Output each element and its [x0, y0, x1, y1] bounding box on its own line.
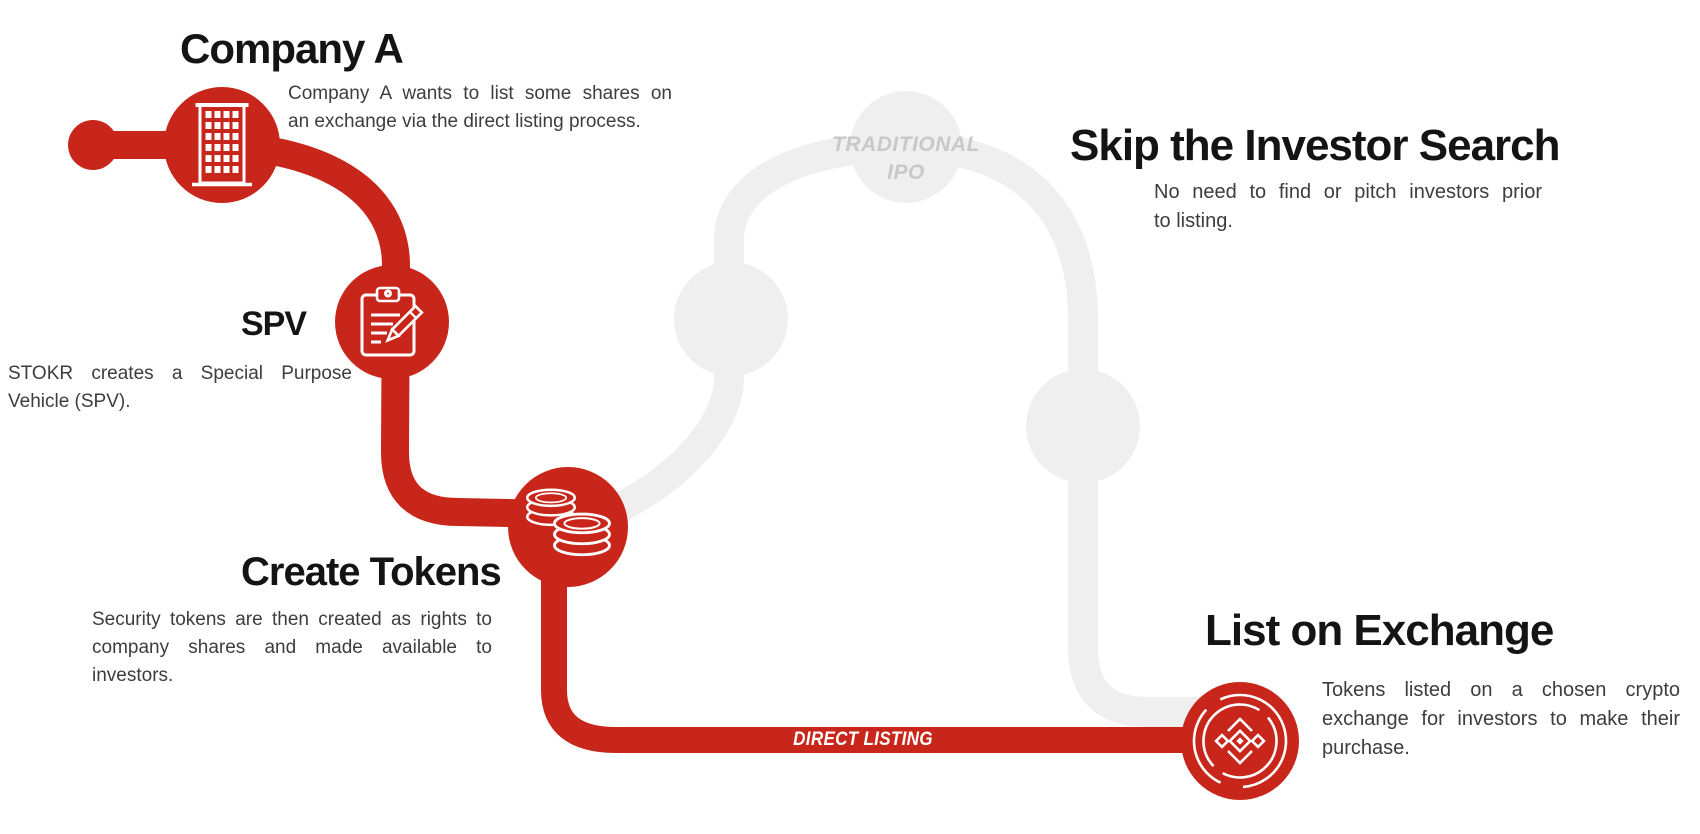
benefit-description: No need to find or pitch investors prior…	[1154, 181, 1542, 232]
clipboard-pencil-icon	[360, 286, 424, 357]
step-title-list-on-exchange: List on Exchange	[1205, 606, 1554, 655]
red-route-lower-path	[541, 578, 1240, 753]
route-start-dot	[68, 120, 118, 170]
traditional-node-3	[1026, 369, 1140, 483]
building-icon	[192, 103, 252, 187]
traditional-node-2	[850, 91, 962, 203]
create-tokens-node	[508, 467, 628, 587]
step-title-create-tokens: Create Tokens	[241, 550, 502, 594]
pencil-glyph	[385, 304, 424, 343]
list-on-exchange-node	[1181, 682, 1299, 800]
step-title-spv: SPV	[241, 305, 307, 343]
step-description-create-tokens: Security tokens are then created as righ…	[92, 609, 492, 686]
direct-listing-label: DIRECT LISTING	[793, 729, 933, 750]
company-a-node	[164, 87, 280, 203]
traditional-node-1	[674, 262, 788, 376]
step-title-company-a: Company A	[180, 25, 404, 72]
red-route-upper-path	[93, 131, 563, 528]
spv-node	[335, 265, 449, 379]
benefit-title-skip-investor-search: Skip the Investor Search	[1070, 121, 1561, 170]
